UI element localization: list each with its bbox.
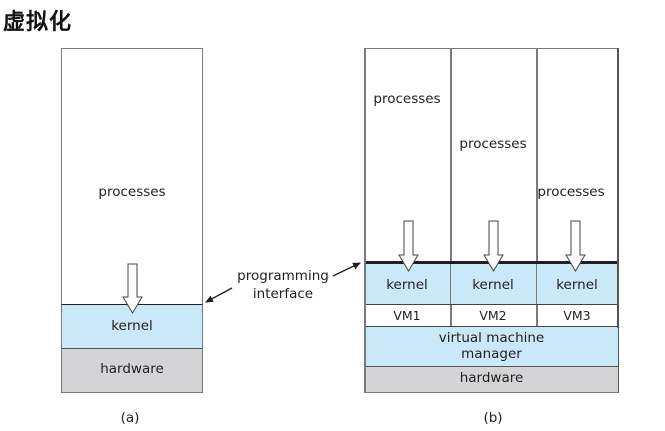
- syscall-arrow-b2-icon: [483, 220, 504, 272]
- b-processes-label-2: processes: [459, 136, 527, 152]
- interface-pointer-arrow-right-icon: [332, 262, 361, 277]
- b-kernel-label-3: kernel: [556, 277, 598, 293]
- syscall-arrow-a-icon: [122, 263, 143, 314]
- a-processes-label: processes: [98, 184, 166, 200]
- b-vm-label-1: VM1: [393, 308, 421, 323]
- b-vm-row-bottom-line: [364, 326, 619, 327]
- b-processes-label-1: processes: [373, 91, 441, 107]
- b-kernel-label-2: kernel: [472, 277, 514, 293]
- b-kernel-3: [537, 263, 618, 304]
- syscall-arrow-b1-icon: [398, 220, 419, 272]
- b-processes-label-3: processes: [537, 184, 605, 200]
- syscall-arrow-b3-icon: [565, 220, 586, 272]
- a-hardware-label: hardware: [100, 361, 164, 377]
- b-right-border: [617, 48, 619, 328]
- programming-interface-label-line2: interface: [252, 286, 314, 302]
- page-title: 虚拟化: [3, 10, 73, 35]
- b-caption: (b): [483, 410, 503, 426]
- b-column-divider-2: [536, 48, 538, 326]
- a-caption: (a): [120, 410, 140, 426]
- b-hardware-label: hardware: [459, 370, 524, 386]
- b-vmm-layer: [364, 327, 619, 366]
- a-kernel-label: kernel: [111, 318, 153, 334]
- a-hardware-layer: [61, 348, 203, 393]
- b-kernel-bottom-line: [364, 304, 619, 305]
- b-vm-label-3: VM3: [563, 308, 591, 323]
- programming-interface-label-line1: programming: [237, 268, 329, 284]
- b-left-border: [364, 48, 366, 393]
- b-kernel-label-1: kernel: [386, 277, 428, 293]
- interface-pointer-arrow-left-icon: [205, 287, 233, 303]
- b-vmm-label-line1: virtual machine: [438, 330, 545, 346]
- b-vmm-label-line2: manager: [461, 346, 522, 362]
- a-processes-area: [61, 48, 203, 305]
- b-vm-label-2: VM2: [479, 308, 507, 323]
- b-column-divider-1: [450, 48, 452, 326]
